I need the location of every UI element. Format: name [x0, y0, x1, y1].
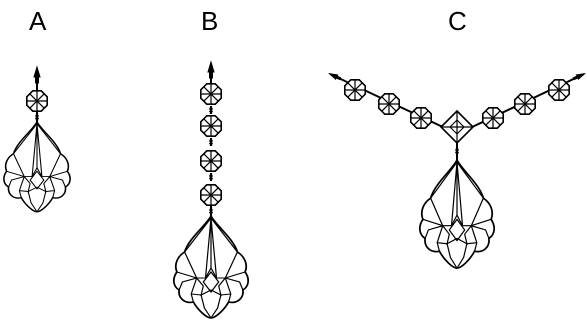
- label-a: A: [29, 6, 47, 36]
- strand-a: [3, 66, 71, 213]
- label-c: C: [448, 6, 467, 36]
- center-diamond-bead: [439, 109, 475, 145]
- strand-b: [172, 61, 250, 319]
- strand-c: [328, 73, 586, 269]
- label-b: B: [201, 6, 219, 36]
